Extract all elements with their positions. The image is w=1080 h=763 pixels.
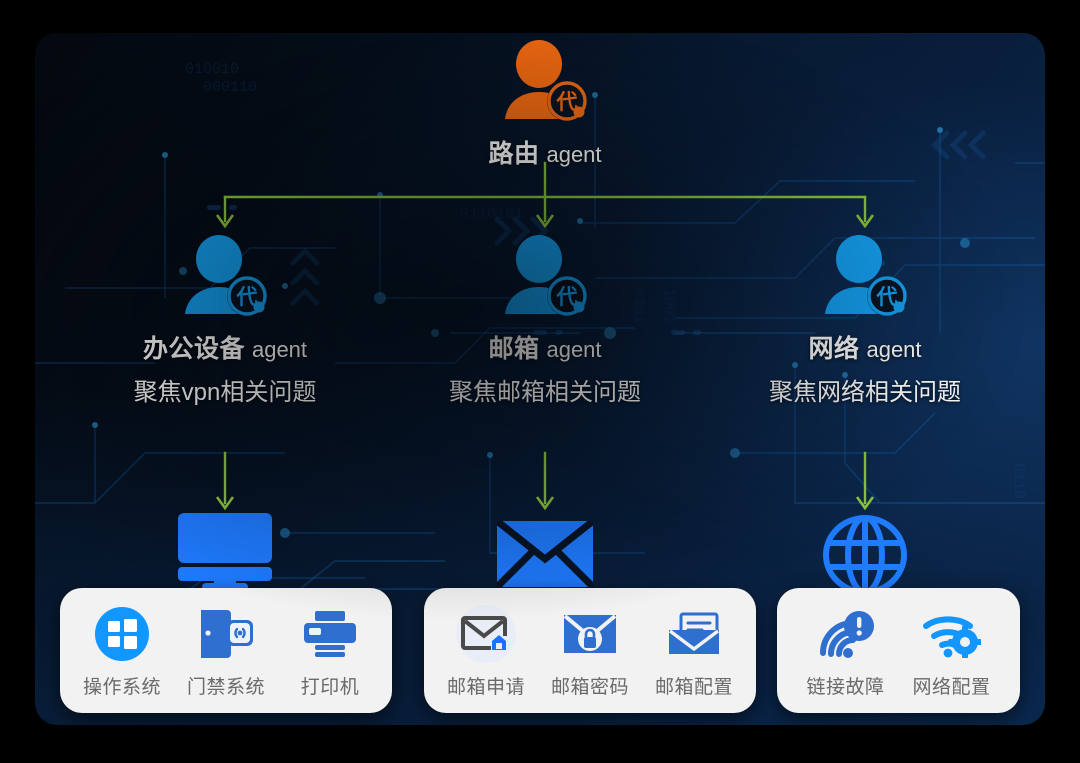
svg-text:0110: 0110 (1010, 463, 1027, 499)
wifi-alert-glyph (816, 605, 876, 663)
capability-mail-apply[interactable]: 邮箱申请 (434, 604, 538, 699)
agent-network-desc: 聚焦网络相关问题 (769, 379, 961, 406)
circuit-texture: 010010 000110 0101 1001 0110 0110101 (35, 61, 1045, 634)
capability-network-config[interactable]: 网络配置 (899, 605, 1005, 699)
agent-title-cn: 办公设备 (142, 335, 245, 363)
capability-mail-config[interactable]: 邮箱配置 (642, 605, 746, 699)
svg-text:代: 代 (556, 285, 578, 309)
device-envelope[interactable] (494, 518, 596, 592)
svg-text:0110101: 0110101 (460, 206, 523, 223)
svg-text:010010: 010010 (185, 61, 239, 78)
access-control-glyph (196, 605, 256, 663)
capability-label: 邮箱配置 (654, 676, 733, 698)
mail-lock-icon (563, 613, 617, 653)
wifi-alert-icon (819, 610, 874, 658)
svg-text:1001: 1001 (660, 288, 677, 324)
capability-card-office-device[interactable]: 操作系统 门禁系统 (60, 588, 392, 713)
capability-label: 操作系统 (82, 676, 161, 698)
capability-os[interactable]: 操作系统 (70, 605, 174, 699)
svg-text:代: 代 (876, 285, 898, 309)
agent-title-en: agent (546, 337, 602, 362)
capability-printer[interactable]: 打印机 (278, 605, 382, 699)
globe-icon (823, 515, 907, 595)
agent-office-device-desc: 聚焦vpn相关问题 (133, 379, 317, 406)
access-control-icon (201, 609, 253, 658)
printer-glyph (300, 605, 360, 663)
capability-label: 门禁系统 (186, 676, 265, 698)
agent-person-blue-icon: 代 (825, 235, 907, 316)
mail-lock-glyph (560, 605, 620, 663)
mail-apply-glyph (456, 604, 516, 663)
capability-link-failure[interactable]: 链接故障 (793, 605, 899, 699)
device-monitor[interactable] (176, 513, 274, 596)
agent-title-en: agent (866, 337, 922, 362)
mail-config-glyph (664, 605, 724, 663)
capability-card-mailbox[interactable]: 邮箱申请 邮箱密码 (424, 588, 756, 713)
monitor-icon (178, 513, 272, 591)
svg-text:代: 代 (236, 285, 258, 309)
router-agent-title-en: agent (546, 142, 602, 167)
capability-label: 打印机 (300, 676, 360, 698)
agent-mailbox-desc: 聚焦邮箱相关问题 (449, 379, 641, 406)
windows-os-glyph (92, 605, 152, 663)
capability-label: 邮箱密码 (550, 676, 629, 698)
svg-text:代: 代 (556, 90, 578, 114)
capability-access-control[interactable]: 门禁系统 (174, 605, 278, 699)
tech-background-panel: 010010 000110 0101 1001 0110 0110101 (35, 33, 1045, 725)
wifi-gear-icon (922, 615, 981, 658)
printer-icon (304, 610, 356, 657)
svg-text:0101: 0101 (630, 288, 647, 324)
agent-person-orange-icon: 代 (505, 40, 587, 121)
capability-label: 网络配置 (912, 676, 991, 698)
agent-title-cn: 网络 (808, 335, 860, 363)
capability-card-network[interactable]: 链接故障 (777, 588, 1020, 713)
envelope-icon (494, 518, 596, 590)
wifi-gear-glyph (922, 605, 982, 663)
capability-label: 邮箱申请 (446, 676, 525, 698)
svg-text:000110: 000110 (203, 79, 257, 96)
agent-title-cn: 邮箱 (488, 335, 540, 363)
capability-mail-password[interactable]: 邮箱密码 (538, 605, 642, 699)
windows-os-icon (95, 606, 149, 661)
mail-apply-icon (461, 615, 507, 650)
agent-person-blue-icon: 代 (505, 235, 587, 316)
agent-person-blue-icon: 代 (185, 235, 267, 316)
router-agent-title-cn: 路由 (488, 140, 540, 168)
mail-config-icon (668, 612, 720, 654)
agent-title-en: agent (251, 337, 308, 362)
capability-label: 链接故障 (806, 676, 885, 698)
